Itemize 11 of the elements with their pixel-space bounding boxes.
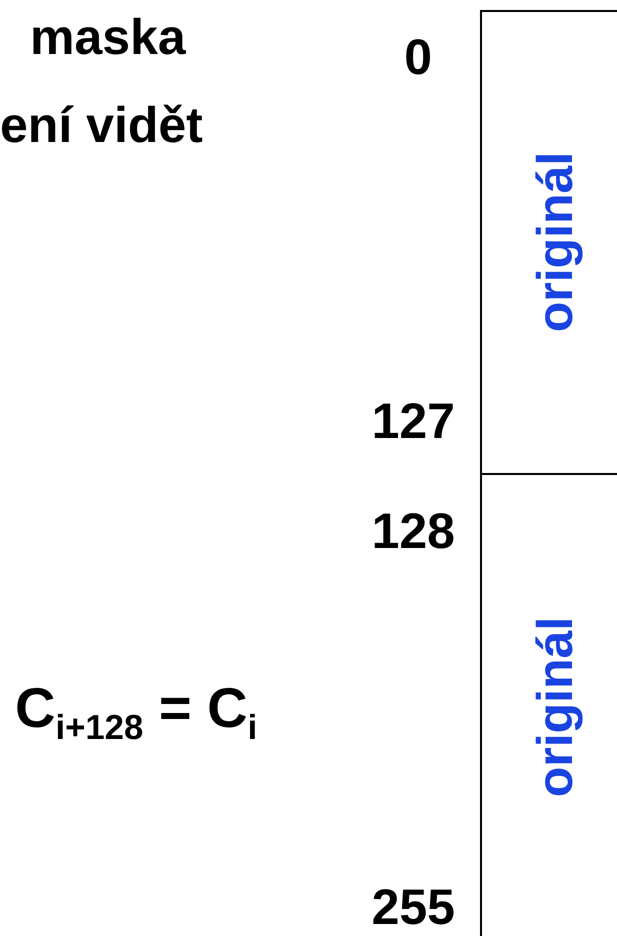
heading-text: ení vidět [0,100,203,150]
address-number: 128 [372,506,455,556]
address-number: 127 [372,396,455,446]
block-label: originál [526,152,584,332]
memory-block [480,473,617,936]
address-number: 0 [404,32,432,82]
formula: C$_{i+128}$ = C$_{i}$ [15,680,258,746]
address-number: 255 [372,882,455,932]
heading-text: maska [30,12,186,62]
block-label: originál [526,616,584,798]
memory-block [480,10,617,475]
